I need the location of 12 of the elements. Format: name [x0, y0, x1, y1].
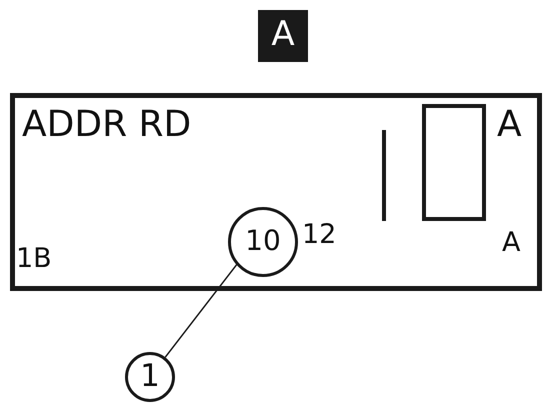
terminal-label: A	[497, 107, 522, 143]
terminal-label: A	[502, 229, 520, 256]
label-tab	[258, 10, 308, 62]
callout-number: 10	[244, 227, 282, 255]
pin-label: 1B	[16, 245, 52, 272]
component-box	[10, 93, 542, 291]
leader-line	[164, 264, 238, 358]
pin-label: 12	[302, 221, 336, 248]
callout-circle	[125, 352, 175, 402]
callout-number: 1	[139, 361, 161, 392]
tab-letter: A	[270, 17, 296, 51]
component-name: ADDR RD	[22, 107, 192, 143]
